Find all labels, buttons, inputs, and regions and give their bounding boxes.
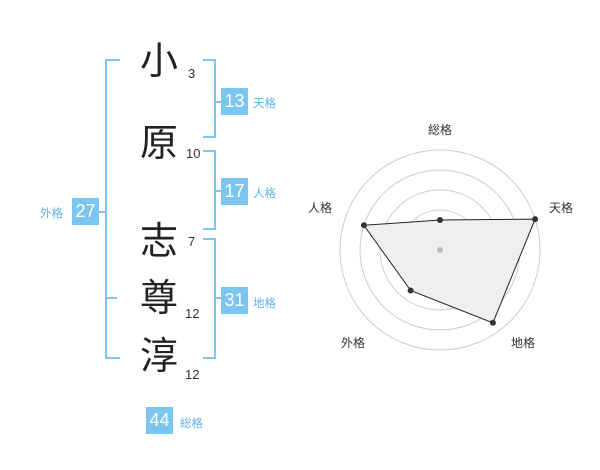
stroke-count-1: 3 bbox=[188, 66, 196, 81]
jinkaku-label: 人格 bbox=[253, 186, 276, 200]
radar-point-4 bbox=[407, 287, 414, 294]
radar-point-3 bbox=[489, 319, 496, 326]
radar-axis-label-tenkaku: 天格 bbox=[549, 200, 573, 215]
radar-axis-label-gaikaku: 外格 bbox=[341, 335, 365, 350]
chikaku-label: 地格 bbox=[253, 296, 276, 310]
name-char-5: 淳 bbox=[140, 334, 179, 378]
name-char-3: 志 bbox=[140, 219, 179, 263]
tenkaku-label: 天格 bbox=[253, 96, 276, 110]
gaikaku-value: 27 bbox=[72, 198, 99, 225]
gaikaku-connector bbox=[99, 211, 105, 213]
radar-axis-label-chikaku: 地格 bbox=[511, 335, 535, 350]
name-char-4: 尊 bbox=[140, 276, 179, 320]
stroke-count-4: 12 bbox=[185, 306, 200, 321]
soukaku-value: 44 bbox=[146, 407, 173, 434]
radar-point-5 bbox=[360, 222, 367, 229]
chikaku-value: 31 bbox=[221, 287, 248, 314]
name-char-2: 原 bbox=[140, 121, 179, 165]
soukaku-label: 総格 bbox=[180, 416, 203, 430]
radar-axis-label-jinkaku: 人格 bbox=[308, 200, 332, 215]
jinkaku-connector bbox=[216, 190, 222, 192]
jinkaku-value: 17 bbox=[221, 178, 248, 205]
chikaku-bracket bbox=[203, 238, 216, 359]
gaikaku-split-tick bbox=[105, 297, 117, 299]
stroke-count-2: 10 bbox=[186, 146, 201, 161]
radar-center-dot bbox=[437, 247, 443, 253]
radar-point-2 bbox=[532, 216, 539, 223]
tenkaku-bracket bbox=[203, 59, 216, 138]
gaikaku-bracket bbox=[105, 59, 120, 359]
tenkaku-connector bbox=[216, 101, 222, 103]
tenkaku-value: 13 bbox=[221, 88, 248, 115]
stroke-count-5: 12 bbox=[185, 367, 200, 382]
gaikaku-label: 外格 bbox=[40, 206, 63, 220]
chikaku-connector bbox=[216, 297, 222, 299]
radar-axis-label-soukaku: 総格 bbox=[428, 122, 452, 137]
jinkaku-bracket bbox=[203, 150, 216, 230]
radar-point-1 bbox=[437, 217, 443, 223]
radar-polygon bbox=[362, 218, 536, 324]
stroke-count-3: 7 bbox=[188, 234, 196, 249]
radar-grid-ring-5 bbox=[339, 149, 541, 351]
name-char-1: 小 bbox=[140, 39, 179, 83]
